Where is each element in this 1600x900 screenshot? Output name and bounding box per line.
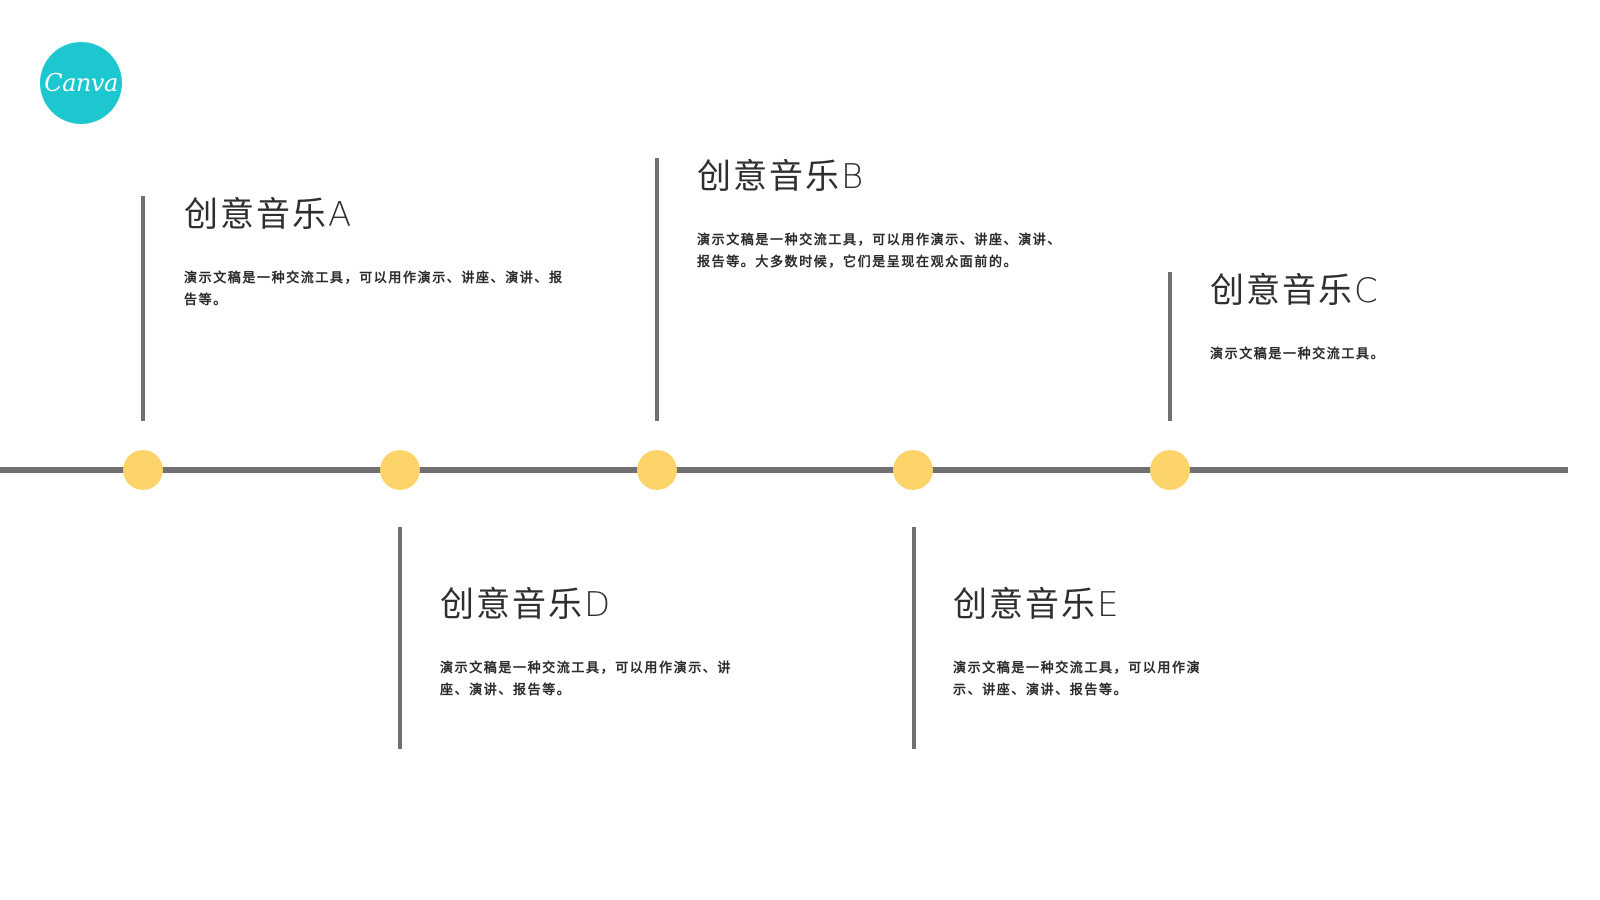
event-card-d: 创意音乐D 演示文稿是一种交流工具，可以用作演示、讲座、演讲、报告等。 [440, 588, 740, 702]
connector-d [398, 527, 402, 749]
timeline-node-2 [380, 450, 420, 490]
event-card-b: 创意音乐B 演示文稿是一种交流工具，可以用作演示、讲座、演讲、报告等。大多数时候… [697, 160, 1072, 274]
event-description: 演示文稿是一种交流工具，可以用作演示、讲座、演讲、报告等。 [440, 661, 733, 698]
event-description: 演示文稿是一种交流工具。 [1210, 347, 1386, 362]
event-description: 演示文稿是一种交流工具，可以用作演示、讲座、演讲、报告等。大多数时候，它们是呈现… [697, 233, 1063, 270]
event-title: 创意音乐C [1210, 271, 1380, 311]
event-title: 创意音乐B [697, 157, 866, 197]
timeline-node-1 [123, 450, 163, 490]
event-card-a: 创意音乐A 演示文稿是一种交流工具，可以用作演示、讲座、演讲、报告等。 [184, 198, 574, 312]
timeline-node-5 [1150, 450, 1190, 490]
canva-logo-text: Canva [44, 69, 118, 97]
timeline-node-4 [893, 450, 933, 490]
event-title: 创意音乐A [184, 195, 354, 235]
event-description: 演示文稿是一种交流工具，可以用作演示、讲座、演讲、报告等。 [953, 661, 1202, 698]
event-card-c: 创意音乐C 演示文稿是一种交流工具。 [1210, 274, 1550, 366]
event-card-e: 创意音乐E 演示文稿是一种交流工具，可以用作演示、讲座、演讲、报告等。 [953, 588, 1208, 702]
event-title: 创意音乐E [953, 585, 1121, 625]
timeline-node-3 [637, 450, 677, 490]
event-title: 创意音乐D [440, 585, 613, 625]
connector-c [1168, 272, 1172, 421]
timeline-axis [0, 467, 1568, 473]
connector-b [655, 158, 659, 421]
connector-a [141, 196, 145, 421]
event-description: 演示文稿是一种交流工具，可以用作演示、讲座、演讲、报告等。 [184, 271, 564, 308]
connector-e [912, 527, 916, 749]
canva-logo: Canva [40, 42, 122, 124]
